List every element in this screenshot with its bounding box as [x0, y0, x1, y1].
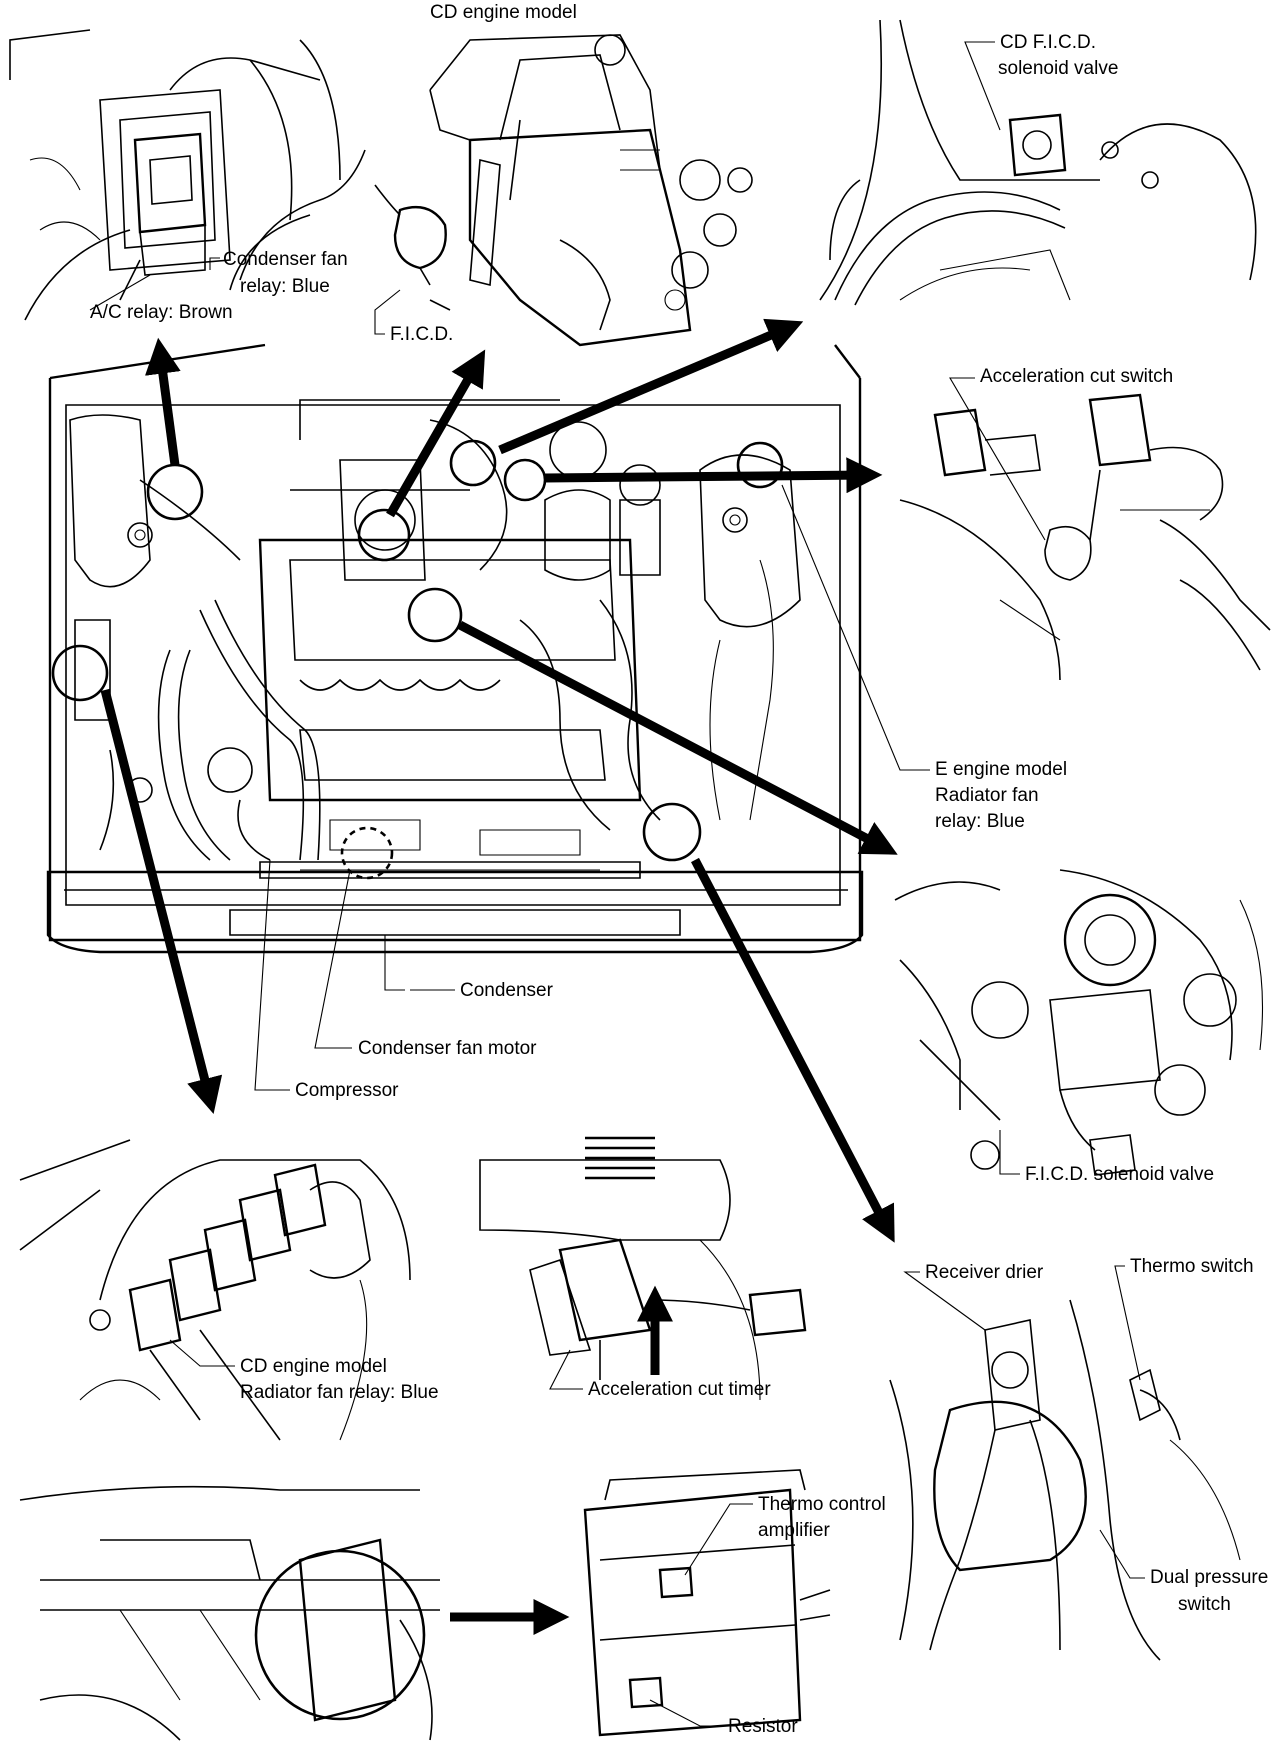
cd-engine-radiator-label-line2: Radiator fan relay: Blue — [240, 1382, 439, 1403]
condenser-fan-relay-label-line2: relay: Blue — [240, 276, 330, 297]
compressor-label: Compressor — [295, 1080, 399, 1101]
inset-cd-radiator-relay — [19, 1139, 411, 1441]
inset-dashboard-heater — [19, 1485, 440, 1741]
cd-ficd-label-line1: CD F.I.C.D. — [1000, 32, 1096, 53]
inset-accel-cut-switch — [899, 393, 1271, 681]
inset-cd-ficd-solenoid — [819, 19, 1257, 306]
cd-engine-radiator-label-line1: CD engine model — [240, 1356, 387, 1377]
cd-ficd-label-line2: solenoid valve — [998, 58, 1118, 79]
inset-ficd-top-center — [374, 34, 753, 347]
pointer-arrows — [100, 318, 898, 1635]
dual-pressure-label-line2: switch — [1178, 1594, 1231, 1615]
thermo-control-amplifier-label-line2: amplifier — [758, 1520, 830, 1541]
condenser-fan-motor-label: Condenser fan motor — [358, 1038, 537, 1059]
resistor-label: Resistor — [728, 1716, 798, 1737]
inset-ficd-solenoid-e-engine — [894, 869, 1264, 1176]
condenser-fan-relay-label-line1: Condenser fan — [223, 249, 348, 270]
inset-receiver-drier — [889, 1299, 1241, 1661]
e-engine-relay-label: relay: Blue — [935, 811, 1025, 832]
condenser-label: Condenser — [460, 980, 554, 1001]
callout-circles — [51, 439, 784, 880]
accel-cut-switch-label: Acceleration cut switch — [980, 366, 1173, 387]
inset-thermo-amplifier-unit — [583, 1469, 831, 1737]
ac-relay-label: A/C relay: Brown — [90, 302, 233, 323]
e-engine-radiator-fan-label: Radiator fan — [935, 785, 1039, 806]
e-engine-model-label: E engine model — [935, 759, 1067, 780]
inset-accel-cut-timer — [479, 1136, 807, 1401]
inset-relays-top-left — [9, 29, 366, 321]
ficd-label: F.I.C.D. — [390, 324, 453, 345]
thermo-control-amplifier-label-line1: Thermo control — [758, 1494, 886, 1515]
accel-cut-timer-label: Acceleration cut timer — [588, 1379, 771, 1400]
thermo-switch-label: Thermo switch — [1130, 1256, 1254, 1277]
cd-engine-model-title: CD engine model — [430, 2, 577, 23]
engine-bay-illustration — [46, 343, 864, 954]
receiver-drier-label: Receiver drier — [925, 1262, 1044, 1283]
ficd-solenoid-valve-label: F.I.C.D. solenoid valve — [1025, 1164, 1214, 1185]
dual-pressure-label-line1: Dual pressure — [1150, 1567, 1268, 1588]
